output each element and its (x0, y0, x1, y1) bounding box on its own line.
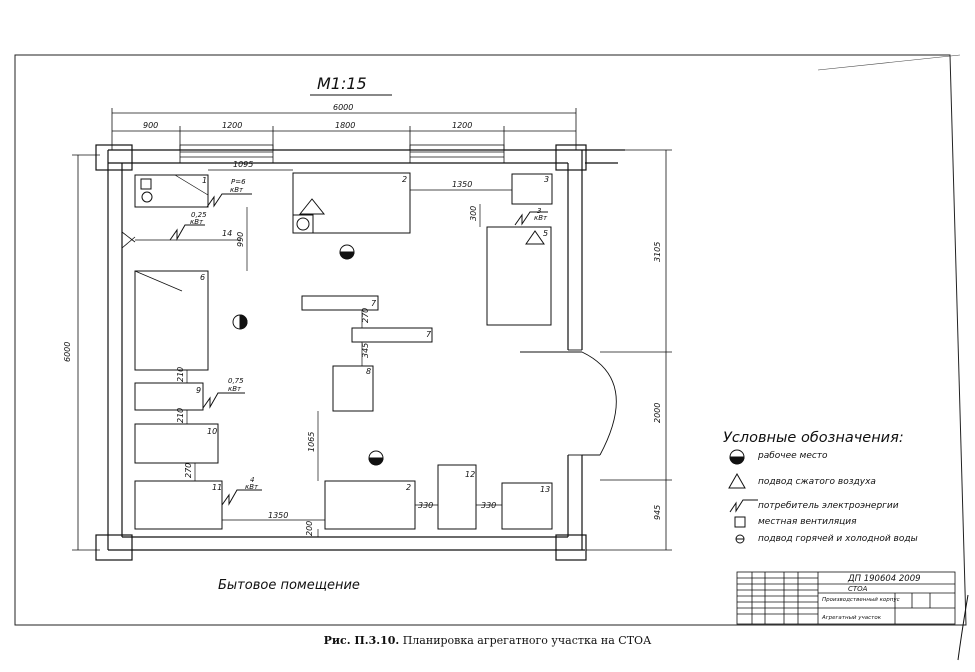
windows (179, 144, 505, 164)
dim-right-1: 3105 (653, 242, 662, 262)
equipment-2-top (292, 172, 411, 234)
ventilation-icon (734, 516, 746, 528)
equipment-2-bottom (324, 480, 416, 530)
dim-seg-1: 900 (143, 121, 158, 130)
door (520, 349, 617, 456)
power-consumer-icon (729, 499, 758, 513)
equipment-3 (511, 173, 553, 205)
equipment-number: 9 (196, 386, 201, 395)
dim-1095: 1095 (233, 160, 253, 169)
dimension-left-height (72, 154, 100, 551)
dim-330-b: 330 (481, 501, 496, 510)
dim-210-a: 210 (176, 367, 185, 382)
dim-right-3: 945 (653, 505, 662, 520)
title-block-org: СТОА (848, 585, 868, 593)
equipment-number: 12 (465, 470, 475, 479)
dim-seg-4: 1200 (452, 121, 472, 130)
equipment-number: 8 (366, 367, 371, 376)
caption-number: Рис. П.3.10. (323, 634, 400, 647)
equipment-6 (134, 270, 209, 371)
dim-seg-2: 1200 (222, 121, 242, 130)
equipment-number: 13 (540, 485, 550, 494)
dim-200: 200 (305, 521, 314, 536)
legend-title: Условные обозначения: (723, 430, 904, 446)
dim-total-width: 6000 (333, 103, 353, 112)
dim-right-2: 2000 (653, 403, 662, 423)
equipment-number: 5 (543, 229, 548, 238)
title-block (736, 571, 956, 625)
compressed-air-icon (728, 472, 746, 489)
dim-270-mid: 270 (361, 308, 370, 323)
workplace-icons (232, 244, 384, 466)
dim-990: 990 (236, 232, 245, 247)
dimension-right (586, 149, 672, 551)
interior-dimensions (186, 169, 512, 537)
dim-330-a: 330 (418, 501, 433, 510)
legend-item-water-supply: подвод горячей и холодной воды (758, 534, 918, 544)
figure-caption: Рис. П.3.10. Планировка агрегатного учас… (0, 634, 975, 647)
equipment-5 (486, 226, 552, 326)
sheet-frame (14, 54, 967, 626)
power-5: 4 (250, 476, 254, 484)
power-2: 0,25 (191, 211, 207, 219)
compressed-air-icons (298, 198, 545, 245)
equipment-1 (134, 174, 209, 208)
equipment-number: 7 (371, 299, 377, 308)
caption-text: Планировка агрегатного участка на СТОА (402, 634, 652, 647)
equipment (134, 172, 553, 530)
dim-210-b: 210 (176, 408, 185, 423)
equipment-number: 2 (402, 175, 407, 184)
title-block-code: ДП 190604 2009 (847, 574, 921, 584)
dimension-total-width (111, 108, 577, 150)
equipment-number: 3 (544, 175, 549, 184)
title-block-part: Производственный корпус (822, 597, 900, 603)
legend-item-power-consumer: потребитель электроэнергии (758, 501, 899, 511)
equipment-number: 7 (426, 330, 432, 339)
power-3: 3 (537, 207, 541, 215)
equipment-8 (332, 365, 374, 412)
power-5-unit: кВт (245, 483, 259, 491)
dim-1350-top: 1350 (452, 180, 472, 189)
legend-item-workplace: рабочее место (758, 451, 828, 461)
equipment-number: 11 (212, 483, 222, 492)
dim-1350-bottom: 1350 (268, 511, 288, 520)
title-block-sheet: Агрегатный участок (821, 615, 882, 621)
dim-seg-3: 1800 (335, 121, 355, 130)
equipment-12 (437, 464, 477, 530)
equipment-9 (134, 382, 204, 411)
power-4: 0,75 (228, 377, 244, 385)
ventilation-14 (121, 231, 240, 249)
equipment-7b (351, 327, 433, 343)
power-4-unit: кВт (228, 385, 242, 393)
power-consumer-icons (169, 193, 548, 506)
legend-icons (728, 449, 758, 544)
dim-left-height: 6000 (63, 342, 72, 362)
power-2-unit: кВт (190, 218, 204, 226)
legend-item-compressed-air: подвод сжатого воздуха (758, 477, 876, 487)
equipment-13 (501, 482, 553, 530)
equipment-7a (301, 295, 379, 311)
equipment-number: 10 (207, 427, 217, 436)
equipment-number: 6 (200, 273, 205, 282)
equipment-number: 2 (406, 483, 411, 492)
equipment-10 (134, 423, 219, 464)
power-3-unit: кВт (534, 214, 548, 222)
drawing-scale: M1:15 (317, 74, 367, 93)
room-label: Бытовое помещение (218, 578, 360, 593)
dim-345: 345 (361, 343, 370, 358)
equipment-11 (134, 480, 223, 530)
legend-item-ventilation: местная вентиляция (758, 517, 857, 527)
dim-300: 300 (469, 206, 478, 221)
dim-270-low: 270 (184, 463, 193, 478)
power-1-unit: кВт (230, 186, 244, 194)
equipment-number: 14 (222, 229, 232, 238)
equipment-number: 1 (202, 176, 207, 185)
dim-1065: 1065 (307, 432, 316, 452)
power-1: P=6 (231, 178, 246, 186)
